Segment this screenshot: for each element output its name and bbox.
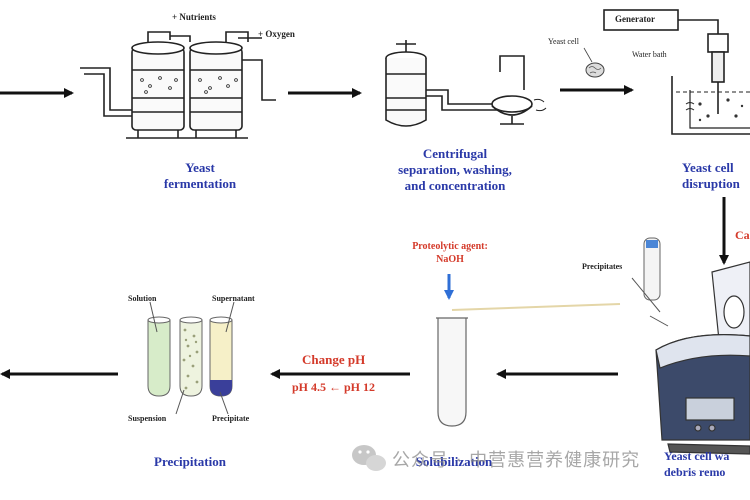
fermenter-illustration	[80, 31, 276, 139]
generator-label: Generator	[615, 14, 655, 24]
stage-label-debris-line2: debris remo	[664, 465, 726, 479]
right-edge-red-label: Ca	[735, 228, 750, 242]
supernatant-label: Supernatant	[212, 294, 255, 303]
stage-label-centrifugal-line2: separation, washing,	[398, 162, 512, 177]
solubilization-tube-illustration	[436, 274, 621, 427]
stage-label-debris-line1: Yeast cell wa	[664, 449, 730, 463]
stage-label-disruption-line1: Yeast cell	[682, 160, 734, 175]
centrifuge-illustration	[655, 261, 750, 455]
ph-range-label: pH 4.5 ← pH 12	[292, 380, 376, 394]
water-bath-label: Water bath	[632, 50, 667, 59]
wechat-icon	[352, 445, 386, 471]
proteolytic-agent-label: Proteolytic agent: NaOH	[394, 240, 506, 266]
separator-illustration	[385, 40, 547, 127]
oxygen-label: + Oxygen	[258, 29, 295, 39]
precipitate-tube-illustration	[631, 237, 669, 327]
stage-label-debris: Yeast cell wa debris remo	[664, 448, 750, 480]
solution-label: Solution	[128, 294, 157, 303]
yeast-cell-icon	[583, 47, 605, 78]
yeast-cell-label: Yeast cell	[548, 37, 579, 46]
stage-label-solubilization: Solubilization	[415, 454, 493, 469]
change-ph-label: Change pH	[302, 352, 366, 367]
stage-label-disruption-line2: disruption	[682, 176, 740, 191]
stage-label-centrifugal-line1: Centrifugal	[422, 146, 488, 161]
precipitation-tubes-illustration	[147, 301, 235, 415]
stage-label-precipitation: Precipitation	[154, 454, 226, 469]
stage-label-centrifugal-line3: and concentration	[404, 178, 506, 193]
stage-label-centrifugal: Centrifugal separation, washing, and con…	[380, 146, 530, 194]
precipitates-label: Precipitates	[582, 262, 623, 271]
stage-label-fermentation-line2: fermentation	[163, 176, 237, 191]
sonicator-illustration	[603, 9, 750, 135]
watermark-text: 公众号 · 中营惠营养健康研究	[392, 450, 641, 471]
proteolytic-agent-line2: NaOH	[436, 254, 464, 265]
precipitate-label: Precipitate	[212, 414, 250, 423]
suspension-label: Suspension	[128, 414, 167, 423]
stage-label-disruption: Yeast cell disruption	[682, 160, 750, 192]
proteolytic-agent-line1: Proteolytic agent:	[412, 241, 488, 252]
stage-label-fermentation: Yeast fermentation	[150, 160, 250, 192]
nutrients-label: + Nutrients	[172, 12, 216, 22]
stage-label-fermentation-line1: Yeast	[185, 160, 215, 175]
